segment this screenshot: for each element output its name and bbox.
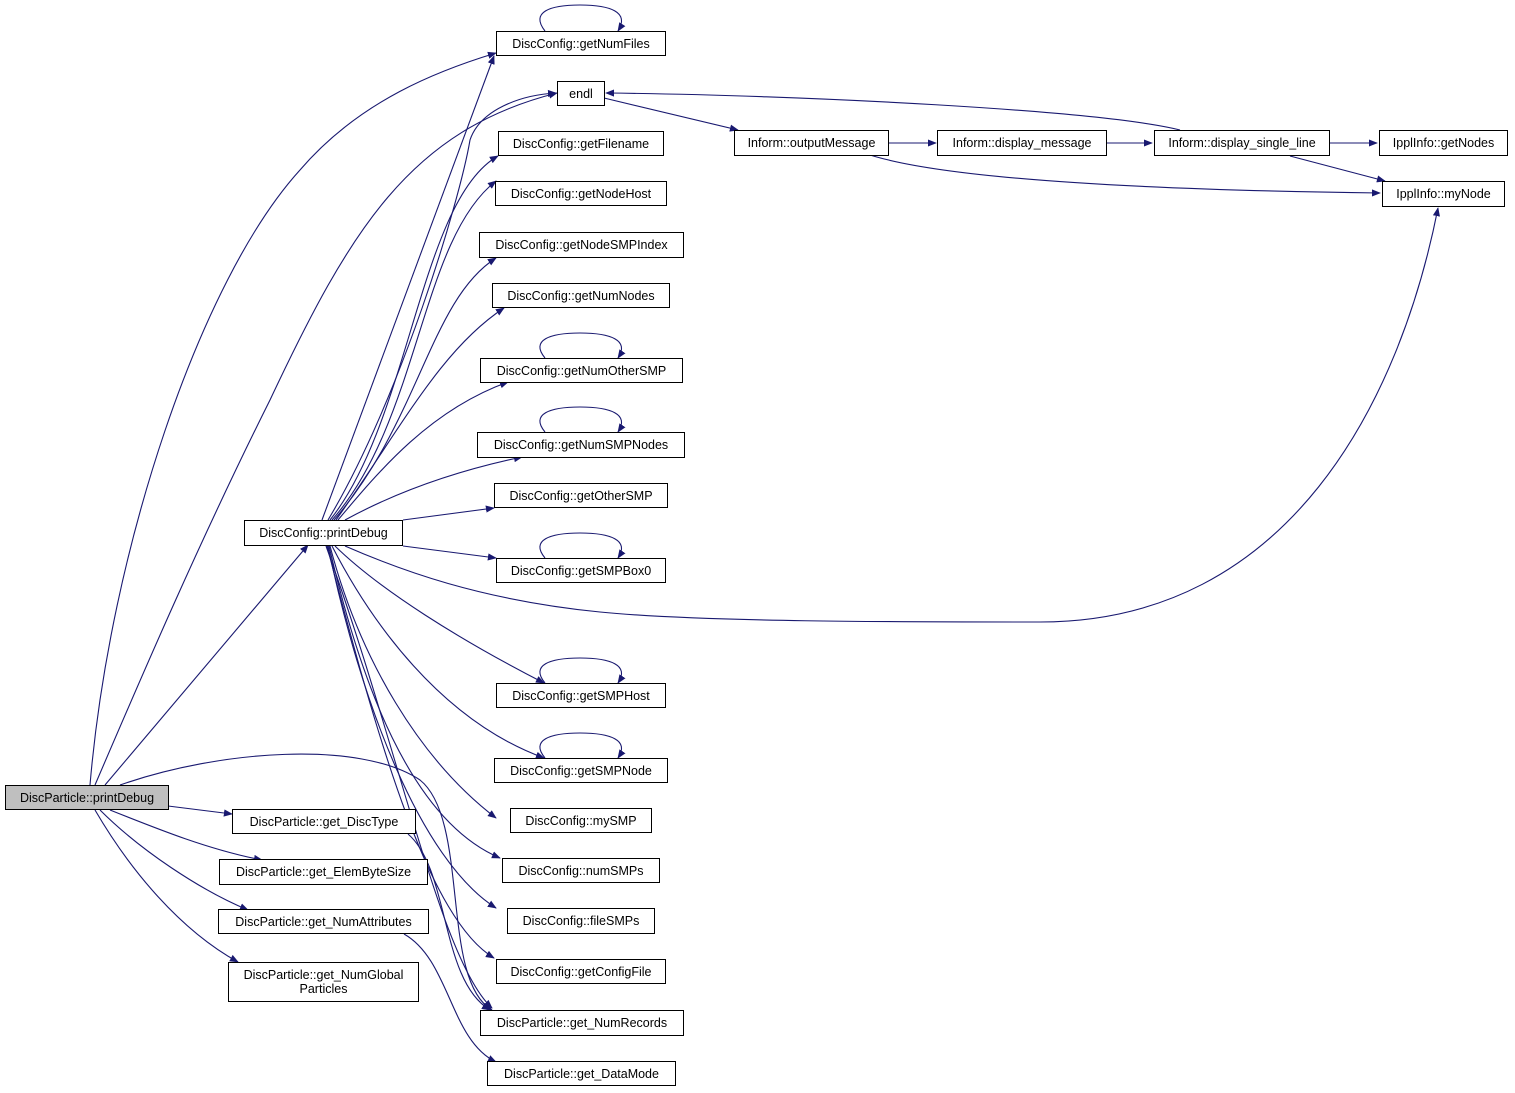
self-loop-getnumothersmp — [539, 332, 626, 359]
node-filesmps[interactable]: DiscConfig::fileSMPs — [507, 908, 655, 934]
node-getnumsmpnodes[interactable]: DiscConfig::getNumSMPNodes — [477, 432, 685, 458]
edge-dc-printdebug-getnumfiles — [321, 55, 495, 521]
edge-dp-printdebug-get-numattributes — [99, 809, 249, 911]
self-loop-getnumfiles — [539, 4, 626, 32]
edge-dc-printdebug-getsmpnode — [331, 545, 545, 759]
self-loop-getsmpbox0 — [539, 532, 626, 559]
node-getfilename[interactable]: DiscConfig::getFilename — [498, 131, 664, 156]
edge-get-disctype-get-numrecords — [407, 833, 491, 1011]
edge-dc-printdebug-getsmpbox0 — [402, 545, 497, 561]
node-get-disctype[interactable]: DiscParticle::get_DiscType — [232, 809, 416, 834]
edge-dc-printdebug-getnumothersmp — [337, 381, 509, 521]
edge-get-numattributes-get-datamode — [403, 933, 497, 1063]
edge-dc-printdebug-getnodesmpindex — [333, 257, 497, 521]
node-inform-outputmessage[interactable]: Inform::outputMessage — [734, 130, 889, 156]
node-get-numrecords[interactable]: DiscParticle::get_NumRecords — [480, 1010, 684, 1036]
node-discparticle-printdebug: DiscParticle::printDebug — [5, 785, 169, 810]
edge-dc-printdebug-filesmps — [327, 545, 497, 909]
edge-dp-printdebug-getnumfiles — [89, 51, 497, 786]
edge-dp-printdebug-endl — [94, 91, 558, 786]
self-loop-getsmpnode — [539, 732, 626, 759]
edge-display-single-line-mynode — [1289, 155, 1386, 183]
node-inform-display-message[interactable]: Inform::display_message — [937, 130, 1107, 156]
node-endl[interactable]: endl — [557, 81, 605, 106]
node-getothersmp[interactable]: DiscConfig::getOtherSMP — [494, 483, 668, 508]
edge-dc-printdebug-getnumsmpnodes — [344, 455, 523, 521]
node-getnumothersmp[interactable]: DiscConfig::getNumOtherSMP — [480, 358, 683, 383]
edge-dp-printdebug-get-disctype — [167, 805, 233, 817]
node-get-numglobalparticles[interactable]: DiscParticle::get_NumGlobal Particles — [228, 962, 419, 1002]
node-ipplinfo-mynode[interactable]: IpplInfo::myNode — [1382, 181, 1505, 207]
edge-dc-printdebug-getnumnodes — [335, 307, 505, 521]
edge-dc-printdebug-getsmphost — [334, 545, 545, 684]
edge-dc-printdebug-getfilename — [329, 155, 499, 521]
edge-dc-printdebug-get-numrecords — [325, 545, 493, 1009]
self-loop-getsmphost — [539, 657, 626, 684]
node-inform-display-single-line[interactable]: Inform::display_single_line — [1154, 130, 1330, 156]
node-getnodesmpindex[interactable]: DiscConfig::getNodeSMPIndex — [479, 232, 684, 258]
edge-dc-printdebug-numsmps — [328, 545, 501, 859]
node-get-datamode[interactable]: DiscParticle::get_DataMode — [487, 1061, 676, 1086]
node-getsmpbox0[interactable]: DiscConfig::getSMPBox0 — [496, 558, 666, 583]
node-getnodehost[interactable]: DiscConfig::getNodeHost — [495, 181, 667, 206]
edge-dc-printdebug-endl — [327, 89, 557, 521]
edge-display-single-line-endl — [605, 89, 1181, 131]
edge-endl-outputmessage — [603, 97, 739, 132]
node-get-elembytesize[interactable]: DiscParticle::get_ElemByteSize — [219, 859, 428, 885]
edge-dc-printdebug-mynode — [344, 207, 1440, 623]
node-get-numattributes[interactable]: DiscParticle::get_NumAttributes — [218, 909, 429, 934]
node-numsmps[interactable]: DiscConfig::numSMPs — [502, 858, 660, 883]
edge-outputmessage-mynode — [869, 154, 1381, 197]
node-mysmp[interactable]: DiscConfig::mySMP — [510, 808, 652, 833]
edge-dc-printdebug-getothersmp — [402, 505, 495, 521]
node-getconfigfile[interactable]: DiscConfig::getConfigFile — [496, 959, 666, 984]
node-ipplinfo-getnodes[interactable]: IpplInfo::getNodes — [1379, 130, 1508, 156]
node-getnumnodes[interactable]: DiscConfig::getNumNodes — [492, 283, 670, 308]
edge-dp-printdebug-dc-printdebug — [104, 544, 309, 786]
edge-dp-printdebug-get-elembytesize — [109, 809, 263, 863]
edge-dc-printdebug-getnodehost — [331, 180, 497, 521]
edge-dp-printdebug-get-numglobalparticles — [94, 809, 239, 963]
self-loop-getnumsmpnodes — [539, 406, 626, 433]
node-getnumfiles[interactable]: DiscConfig::getNumFiles — [496, 31, 666, 56]
node-getsmpnode[interactable]: DiscConfig::getSMPNode — [494, 758, 668, 783]
node-discconfig-printdebug[interactable]: DiscConfig::printDebug — [244, 520, 403, 546]
edge-dp-printdebug-get-numrecords — [119, 753, 493, 1011]
edge-dc-printdebug-getconfigfile — [326, 545, 495, 959]
edge-dc-printdebug-mysmp — [329, 545, 497, 819]
node-getsmphost[interactable]: DiscConfig::getSMPHost — [496, 683, 666, 708]
